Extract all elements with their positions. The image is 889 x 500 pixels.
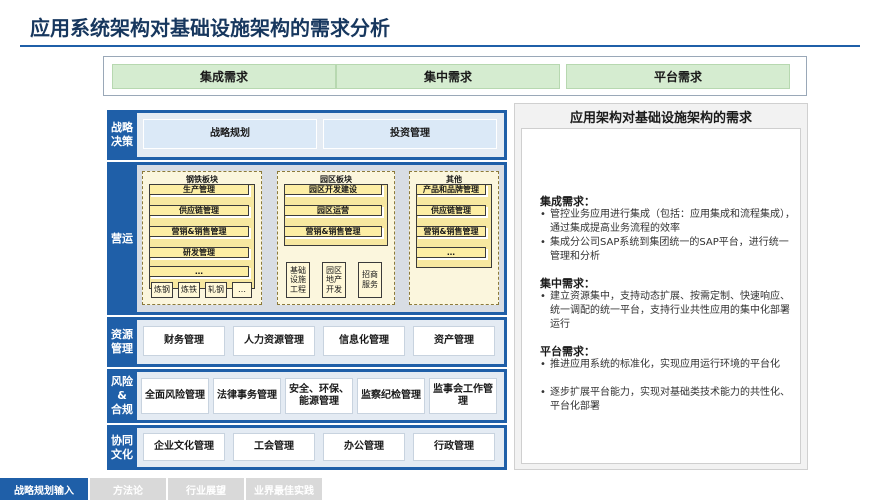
platform-bullet-1: 推进应用系统的标准化，实现应用运行环境的平台化 xyxy=(540,358,798,372)
steel-bar-rnd: 研发管理 xyxy=(149,247,249,258)
cell-asset-management: 资产管理 xyxy=(413,326,495,356)
steel-bar-supply-chain: 供应链管理 xyxy=(149,205,249,216)
demand-integration: 集成需求 xyxy=(112,64,336,89)
park-bar-operation: 园区运营 xyxy=(284,205,382,216)
park-col-real-estate: 园区地产开发 xyxy=(322,262,346,298)
row-strategy: 战略 决策 战略规划 投资管理 xyxy=(107,110,507,160)
demand-platform: 平台需求 xyxy=(566,64,790,89)
other-bar-more: … xyxy=(416,247,486,258)
cell-safety-environment: 安全、环保、能源管理 xyxy=(285,378,353,414)
steel-bar-more: … xyxy=(149,266,249,277)
business-architecture: 战略 决策 战略规划 投资管理 营运 钢铁板块 生产管理 供应链管理 营销&销售… xyxy=(107,106,507,470)
footer-nav: 战略规划输入 方法论 行业展望 业界最佳实践 xyxy=(0,478,889,500)
row-body-operations: 钢铁板块 生产管理 供应链管理 营销&销售管理 研发管理 … 炼钢 炼铁 轧钢 … xyxy=(137,165,504,312)
row-label-strategy: 战略 决策 xyxy=(111,121,133,148)
tab-industry-outlook[interactable]: 行业展望 xyxy=(168,478,244,500)
park-col-infrastructure: 基础设施工程 xyxy=(286,262,310,298)
tab-strategy-input[interactable]: 战略规划输入 xyxy=(0,478,88,500)
cell-it-management: 信息化管理 xyxy=(323,326,405,356)
row-collab: 协同 文化 企业文化管理 工会管理 办公管理 行政管理 xyxy=(107,425,507,470)
cell-strategic-planning: 战略规划 xyxy=(143,119,317,149)
segment-steel: 钢铁板块 生产管理 供应链管理 营销&销售管理 研发管理 … 炼钢 炼铁 轧钢 … xyxy=(142,171,262,305)
row-body-collab: 企业文化管理 工会管理 办公管理 行政管理 xyxy=(137,428,504,467)
segment-other-title: 其他 xyxy=(446,175,462,184)
cell-supervisory-board: 监事会工作管理 xyxy=(429,378,497,414)
other-bar-supply-chain: 供应链管理 xyxy=(416,205,486,216)
steel-bar-marketing: 营销&销售管理 xyxy=(149,226,249,237)
park-bar-development: 园区开发建设 xyxy=(284,184,382,195)
tab-methodology[interactable]: 方法论 xyxy=(90,478,166,500)
cell-corporate-culture: 企业文化管理 xyxy=(143,433,225,461)
steel-bar-production: 生产管理 xyxy=(149,184,249,195)
platform-bullet-2: 逐步扩展平台能力，实现对基础类技术能力的共性化、平台化部署 xyxy=(540,386,798,414)
demand-strip: 集成需求 集中需求 平台需求 xyxy=(103,56,807,96)
title-divider xyxy=(20,45,860,47)
row-operations: 营运 钢铁板块 生产管理 供应链管理 营销&销售管理 研发管理 … 炼钢 炼铁 … xyxy=(107,162,507,315)
steel-col-ironmaking: 炼铁 xyxy=(178,282,200,298)
segment-park: 园区板块 园区开发建设 园区运营 营销&销售管理 基础设施工程 园区地产开发 招… xyxy=(277,171,395,305)
row-label-resources: 资源 管理 xyxy=(111,328,133,355)
row-resources: 资源 管理 财务管理 人力资源管理 信息化管理 资产管理 xyxy=(107,317,507,367)
steel-col-rolling: 轧钢 xyxy=(205,282,227,298)
row-risk: 风险 & 合规 全面风险管理 法律事务管理 安全、环保、能源管理 监察纪检管理 … xyxy=(107,369,507,423)
cell-union: 工会管理 xyxy=(233,433,315,461)
cell-risk-management: 全面风险管理 xyxy=(141,378,209,414)
steel-col-more: … xyxy=(232,282,252,298)
cell-administration: 行政管理 xyxy=(413,433,495,461)
integration-bullet-2: 集成分公司SAP系统到集团统一的SAP平台，进行统一管理和分析 xyxy=(540,236,798,264)
centralization-bullet-1: 建立资源集中，支持动态扩展、按需定制、快速响应、统一调配的统一平台，支持行业共性… xyxy=(540,290,798,332)
panel-content: 集成需求： 管控业务应用进行集成（包括：应用集成和流程集成），通过集成提高业务流… xyxy=(521,128,801,464)
cell-investment-management: 投资管理 xyxy=(323,119,497,149)
page-title: 应用系统架构对基础设施架构的需求分析 xyxy=(30,16,390,40)
tab-best-practice[interactable]: 业界最佳实践 xyxy=(246,478,322,500)
section-platform-heading: 平台需求： xyxy=(540,345,595,358)
segment-steel-title: 钢铁板块 xyxy=(186,175,218,184)
park-col-investment-service: 招商服务 xyxy=(358,262,382,298)
cell-finance: 财务管理 xyxy=(143,326,225,356)
row-label-collab: 协同 文化 xyxy=(111,433,133,461)
demand-centralization: 集中需求 xyxy=(336,64,560,89)
steel-col-steelmaking: 炼钢 xyxy=(151,282,173,298)
segment-other: 其他 产品和品牌管理 供应链管理 营销&销售管理 … xyxy=(409,171,499,305)
park-bar-marketing: 营销&销售管理 xyxy=(284,226,382,237)
cell-legal-affairs: 法律事务管理 xyxy=(213,378,281,414)
panel-title: 应用架构对基础设施架构的需求 xyxy=(569,111,752,126)
row-label-operations: 营运 xyxy=(111,231,133,245)
row-body-resources: 财务管理 人力资源管理 信息化管理 资产管理 xyxy=(137,320,504,364)
row-body-risk: 全面风险管理 法律事务管理 安全、环保、能源管理 监察纪检管理 监事会工作管理 xyxy=(137,372,504,420)
segment-park-title: 园区板块 xyxy=(320,175,352,184)
cell-office: 办公管理 xyxy=(323,433,405,461)
requirements-panel: 应用架构对基础设施架构的需求 集成需求： 管控业务应用进行集成（包括：应用集成和… xyxy=(514,103,808,470)
other-bar-product-brand: 产品和品牌管理 xyxy=(416,184,486,195)
integration-bullet-1: 管控业务应用进行集成（包括：应用集成和流程集成），通过集成提高业务流程的效率 xyxy=(540,208,798,236)
row-label-risk: 风险 & 合规 xyxy=(111,375,133,416)
section-integration-heading: 集成需求： xyxy=(540,195,595,208)
section-centralization-heading: 集中需求： xyxy=(540,277,595,290)
cell-hr: 人力资源管理 xyxy=(233,326,315,356)
row-body-strategy: 战略规划 投资管理 xyxy=(137,113,504,157)
cell-supervision: 监察纪检管理 xyxy=(357,378,425,414)
other-bar-marketing: 营销&销售管理 xyxy=(416,226,486,237)
